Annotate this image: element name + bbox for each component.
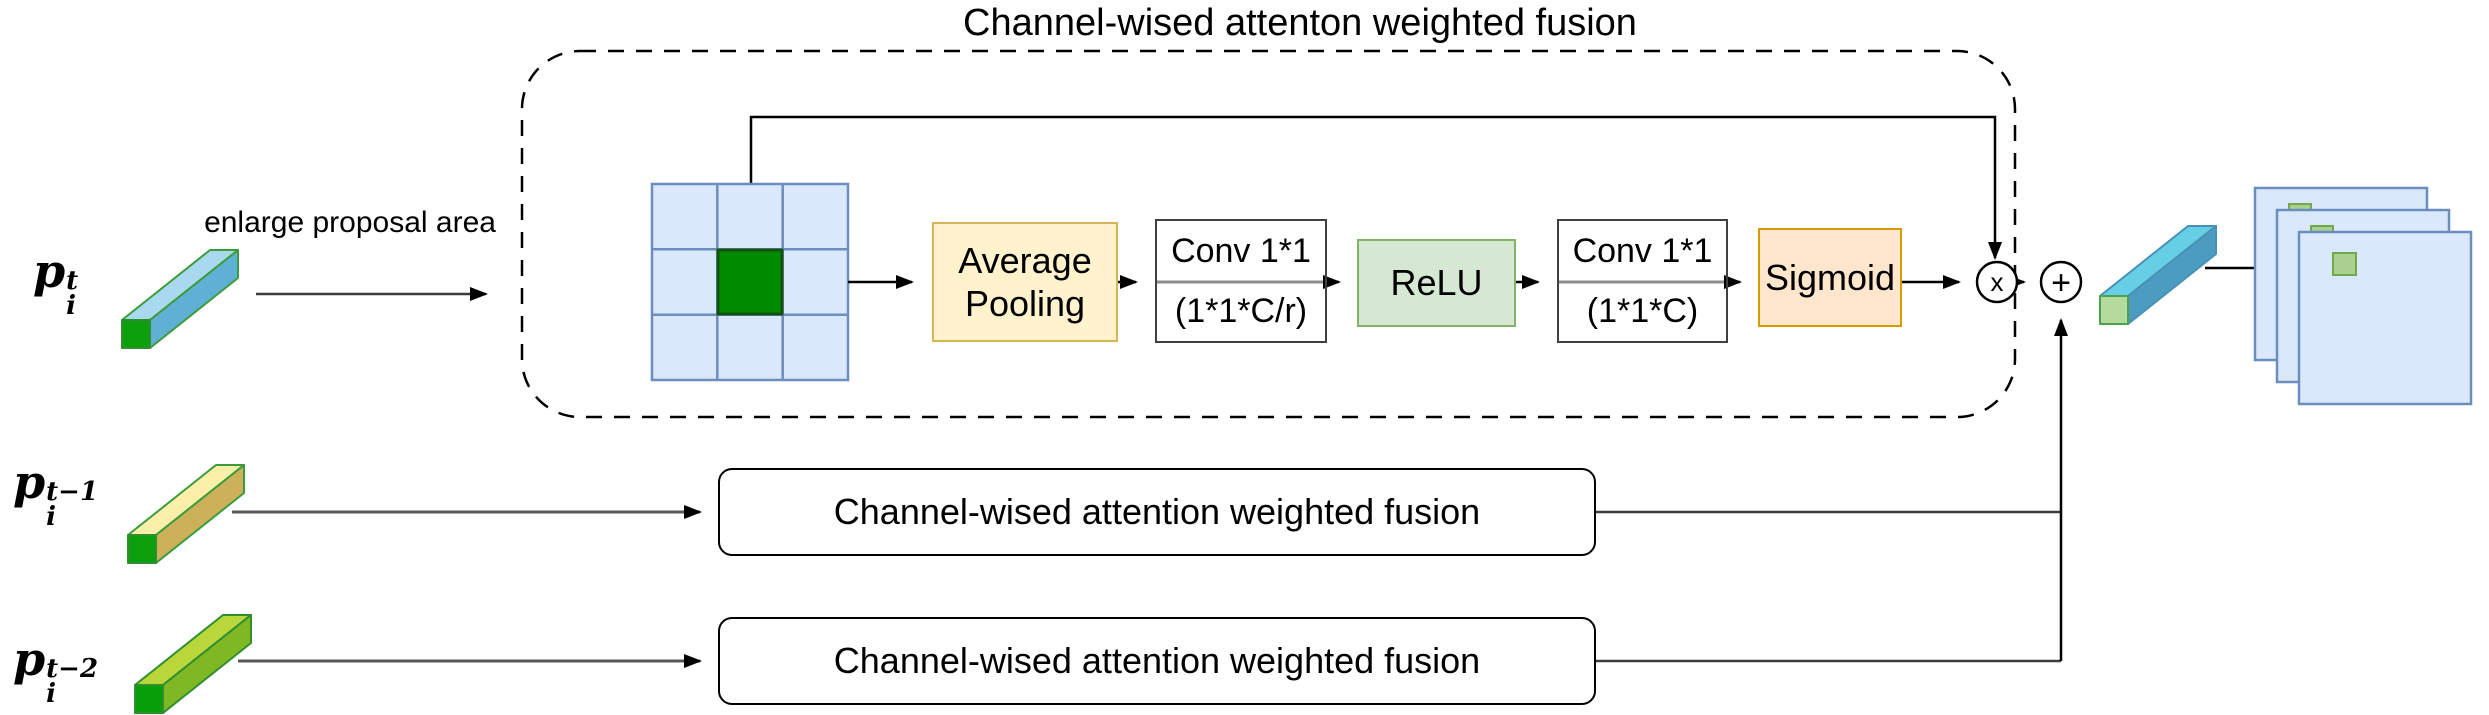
sigmoid-block: Sigmoid — [1758, 228, 1902, 327]
proposal-bar-t2-icon — [134, 614, 252, 714]
multiply-symbol: x — [1991, 267, 2004, 297]
conv1-shape: (1*1*C/r) — [1174, 291, 1308, 330]
diagram-title: Channel-wised attenton weighted fusion — [963, 1, 1637, 44]
feature-maps-stack — [2253, 186, 2473, 406]
fused-output-bar-icon — [2099, 225, 2217, 325]
conv2-block: Conv 1*1 (1*1*C) — [1557, 219, 1728, 343]
attention-module-dashed-border — [520, 49, 2017, 419]
fusion-block-t2: Channel-wised attention weighted fusion — [718, 617, 1596, 705]
average-pooling-block: Average Pooling — [932, 222, 1118, 342]
conv2-title: Conv 1*1 — [1572, 231, 1713, 270]
proposal-center-cell — [716, 248, 784, 316]
average-pooling-line1: Average — [958, 239, 1092, 281]
proposal-bar-t1-icon — [127, 464, 245, 564]
conv1-title: Conv 1*1 — [1171, 231, 1311, 270]
enlarge-proposal-label: enlarge proposal area — [204, 206, 496, 239]
connector-arrows — [232, 261, 2312, 668]
conv2-shape: (1*1*C) — [1586, 291, 1699, 330]
add-node: + — [2039, 260, 2083, 304]
fusion-block-t1: Channel-wised attention weighted fusion — [718, 468, 1596, 556]
mapped-proposal-cell — [2332, 252, 2357, 276]
enlarged-proposal-grid — [650, 182, 850, 382]
proposal-bar-t-icon — [121, 249, 239, 349]
add-symbol: + — [2051, 264, 2071, 302]
conv1-block: Conv 1*1 (1*1*C/r) — [1155, 219, 1327, 343]
relu-block: ReLU — [1357, 239, 1516, 327]
average-pooling-line2: Pooling — [964, 283, 1086, 324]
multiply-node: x — [1975, 260, 2019, 304]
identity-feedback-arrow — [749, 115, 2002, 260]
